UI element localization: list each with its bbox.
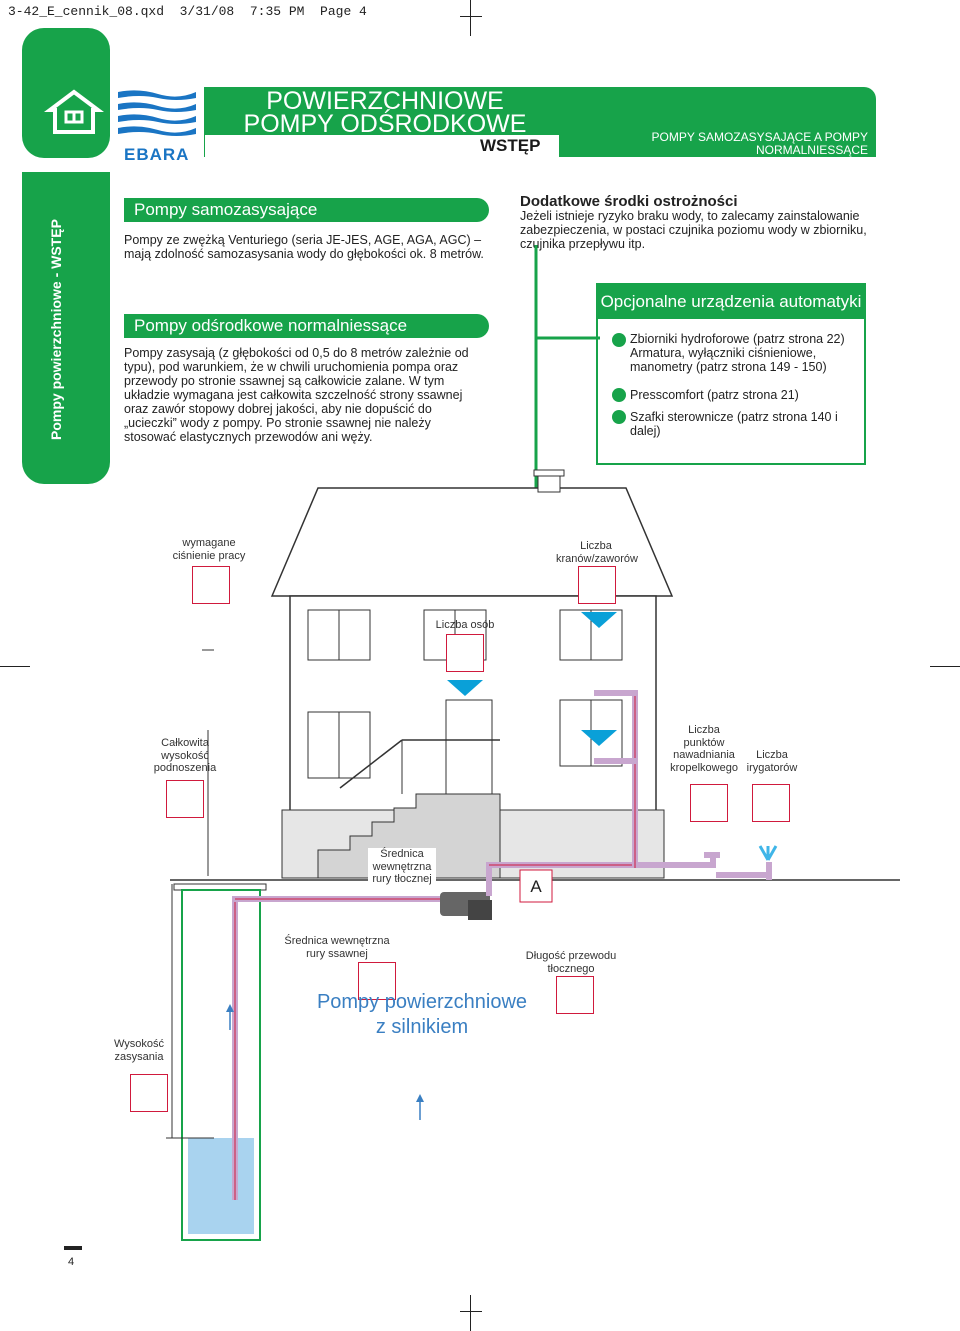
label-suction-height: Wysokość zasysania: [113, 1038, 165, 1063]
label-drip-points: Liczba punktów nawadniania kropelkowego: [670, 724, 738, 774]
label-taps: Liczba kranów/zaworów: [556, 540, 638, 565]
pump-label-line1: Pompy powierzchniowe: [316, 991, 528, 1013]
precautions-title: Dodatkowe środki ostrożności: [520, 193, 738, 210]
precautions-text: Jeżeli istnieje ryzyko braku wody, to za…: [520, 209, 867, 251]
label-pressure: wymagane ciśnienie pracy: [172, 537, 246, 562]
header-title-line1: POWIERZCHNIOWE: [266, 87, 504, 115]
bullet-dot: [612, 388, 626, 402]
house-icon: [44, 89, 104, 134]
ebara-waves-icon: [118, 90, 196, 144]
section1-text: Pompy ze zwężką Venturiego (seria JE-JES…: [124, 233, 484, 261]
page-number: 4: [68, 1256, 75, 1268]
input-box-suction-diameter: [358, 962, 396, 1000]
section2-title: Pompy odśrodkowe normalniessące: [124, 314, 489, 338]
label-irrigators: Liczba irygatorów: [746, 749, 798, 774]
input-box-persons: [446, 634, 484, 672]
header-title-band: [205, 87, 559, 135]
sidebar-bar: [22, 172, 110, 484]
brand-name: EBARA: [124, 145, 190, 164]
crop-mark: [470, 0, 471, 36]
header-title-line2: POMPY ODŚRODKOWE: [243, 110, 527, 138]
pump-label-line2: z silnikiem: [375, 1016, 469, 1038]
input-box-taps: [578, 566, 616, 604]
bullet-dot: [612, 410, 626, 424]
header-wstep: WSTĘP: [480, 136, 541, 155]
section2-text: Pompy zasysają (z głębokości od 0,5 do 8…: [124, 346, 469, 444]
label-discharge-length: Długość przewodu tłocznego: [525, 950, 617, 975]
file-slug: 3-42_E_cennik_08.qxd 3/31/08 7:35 PM Pag…: [8, 4, 367, 19]
crop-mark: [0, 666, 30, 667]
input-box-total-height: [166, 780, 204, 818]
crop-mark: [930, 666, 960, 667]
input-box-drip: [690, 784, 728, 822]
input-box-irrigators: [752, 784, 790, 822]
label-inner-diameter-discharge: Średnica wewnętrzna rury tłocznej: [368, 848, 436, 886]
header-right-line2: NORMALNIESSĄCE: [755, 143, 868, 157]
home-block: [22, 28, 110, 158]
section1-title: Pompy samozasysające: [124, 198, 489, 222]
options-item-3: Szafki sterownicze (patrz strona 140 i d…: [630, 410, 838, 438]
options-item-1: Zbiorniki hydroforowe (patrz strona 22) …: [630, 332, 845, 374]
marker-a: A: [530, 877, 542, 896]
label-total-height: Całkowita wysokość podnoszenia: [153, 737, 217, 774]
input-box-suction-height: [130, 1074, 168, 1112]
crop-mark: [460, 1311, 482, 1312]
crop-mark: [460, 16, 482, 17]
bullet-dot: [612, 333, 626, 347]
label-persons: Liczba osób: [435, 619, 495, 631]
input-box-discharge-length: [556, 976, 594, 1014]
crop-mark: [470, 1295, 471, 1331]
label-inner-diameter-suction: Średnica wewnętrzna rury ssawnej: [284, 935, 390, 960]
options-item-2: Presscomfort (patrz strona 21): [630, 388, 799, 402]
header-right-line1: POMPY SAMOZASYSAJĄCE A POMPY: [651, 130, 868, 144]
input-box-pressure: [192, 566, 230, 604]
options-title: Opcjonalne urządzenia automatyki: [598, 285, 864, 319]
